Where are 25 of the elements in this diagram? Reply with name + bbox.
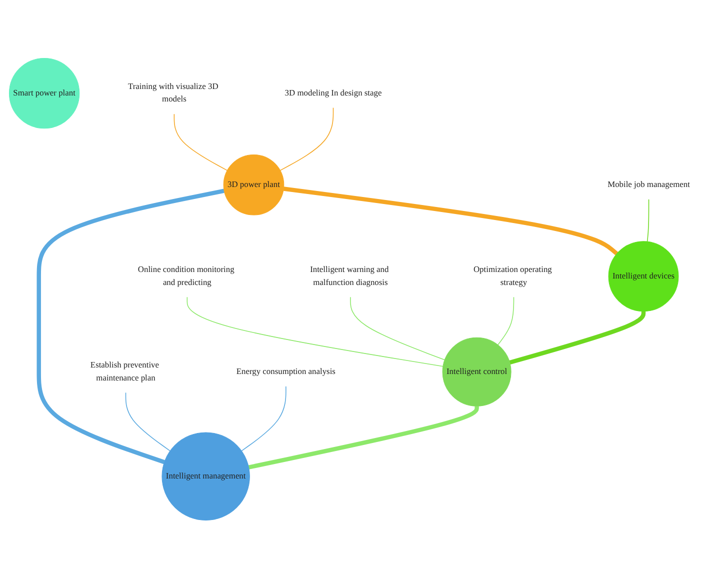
node-text: Establish preventive maintenance plan bbox=[90, 360, 159, 382]
connector bbox=[241, 386, 286, 452]
node-text: Online condition monitoring and predicting bbox=[138, 265, 234, 287]
connector bbox=[248, 406, 479, 470]
node-circle: Intelligent management bbox=[162, 432, 250, 520]
node-text: Optimization operating strategy bbox=[473, 265, 552, 287]
node-text: 3D modeling In design stage bbox=[284, 88, 382, 98]
node-circle: 3D power plant bbox=[223, 154, 284, 216]
node-text: Intelligent warning and malfunction diagnosis bbox=[310, 265, 389, 287]
connector bbox=[497, 296, 514, 346]
node-circle: Intelligent control bbox=[442, 337, 512, 406]
node-text: Energy consumption analysis bbox=[236, 366, 336, 376]
node-text: Training with visualize 3D models bbox=[128, 82, 218, 104]
connector bbox=[509, 311, 646, 364]
node-circle: Smart power plant bbox=[8, 58, 80, 128]
connector bbox=[36, 188, 225, 464]
connector bbox=[280, 106, 334, 171]
node-text: Mobile job management bbox=[608, 180, 690, 189]
connector bbox=[350, 296, 446, 360]
connector bbox=[125, 392, 171, 452]
connector bbox=[283, 186, 618, 256]
node-circle: Intelligent devices bbox=[608, 240, 679, 312]
connector bbox=[646, 198, 650, 242]
connector bbox=[186, 296, 444, 367]
connector bbox=[174, 113, 228, 171]
